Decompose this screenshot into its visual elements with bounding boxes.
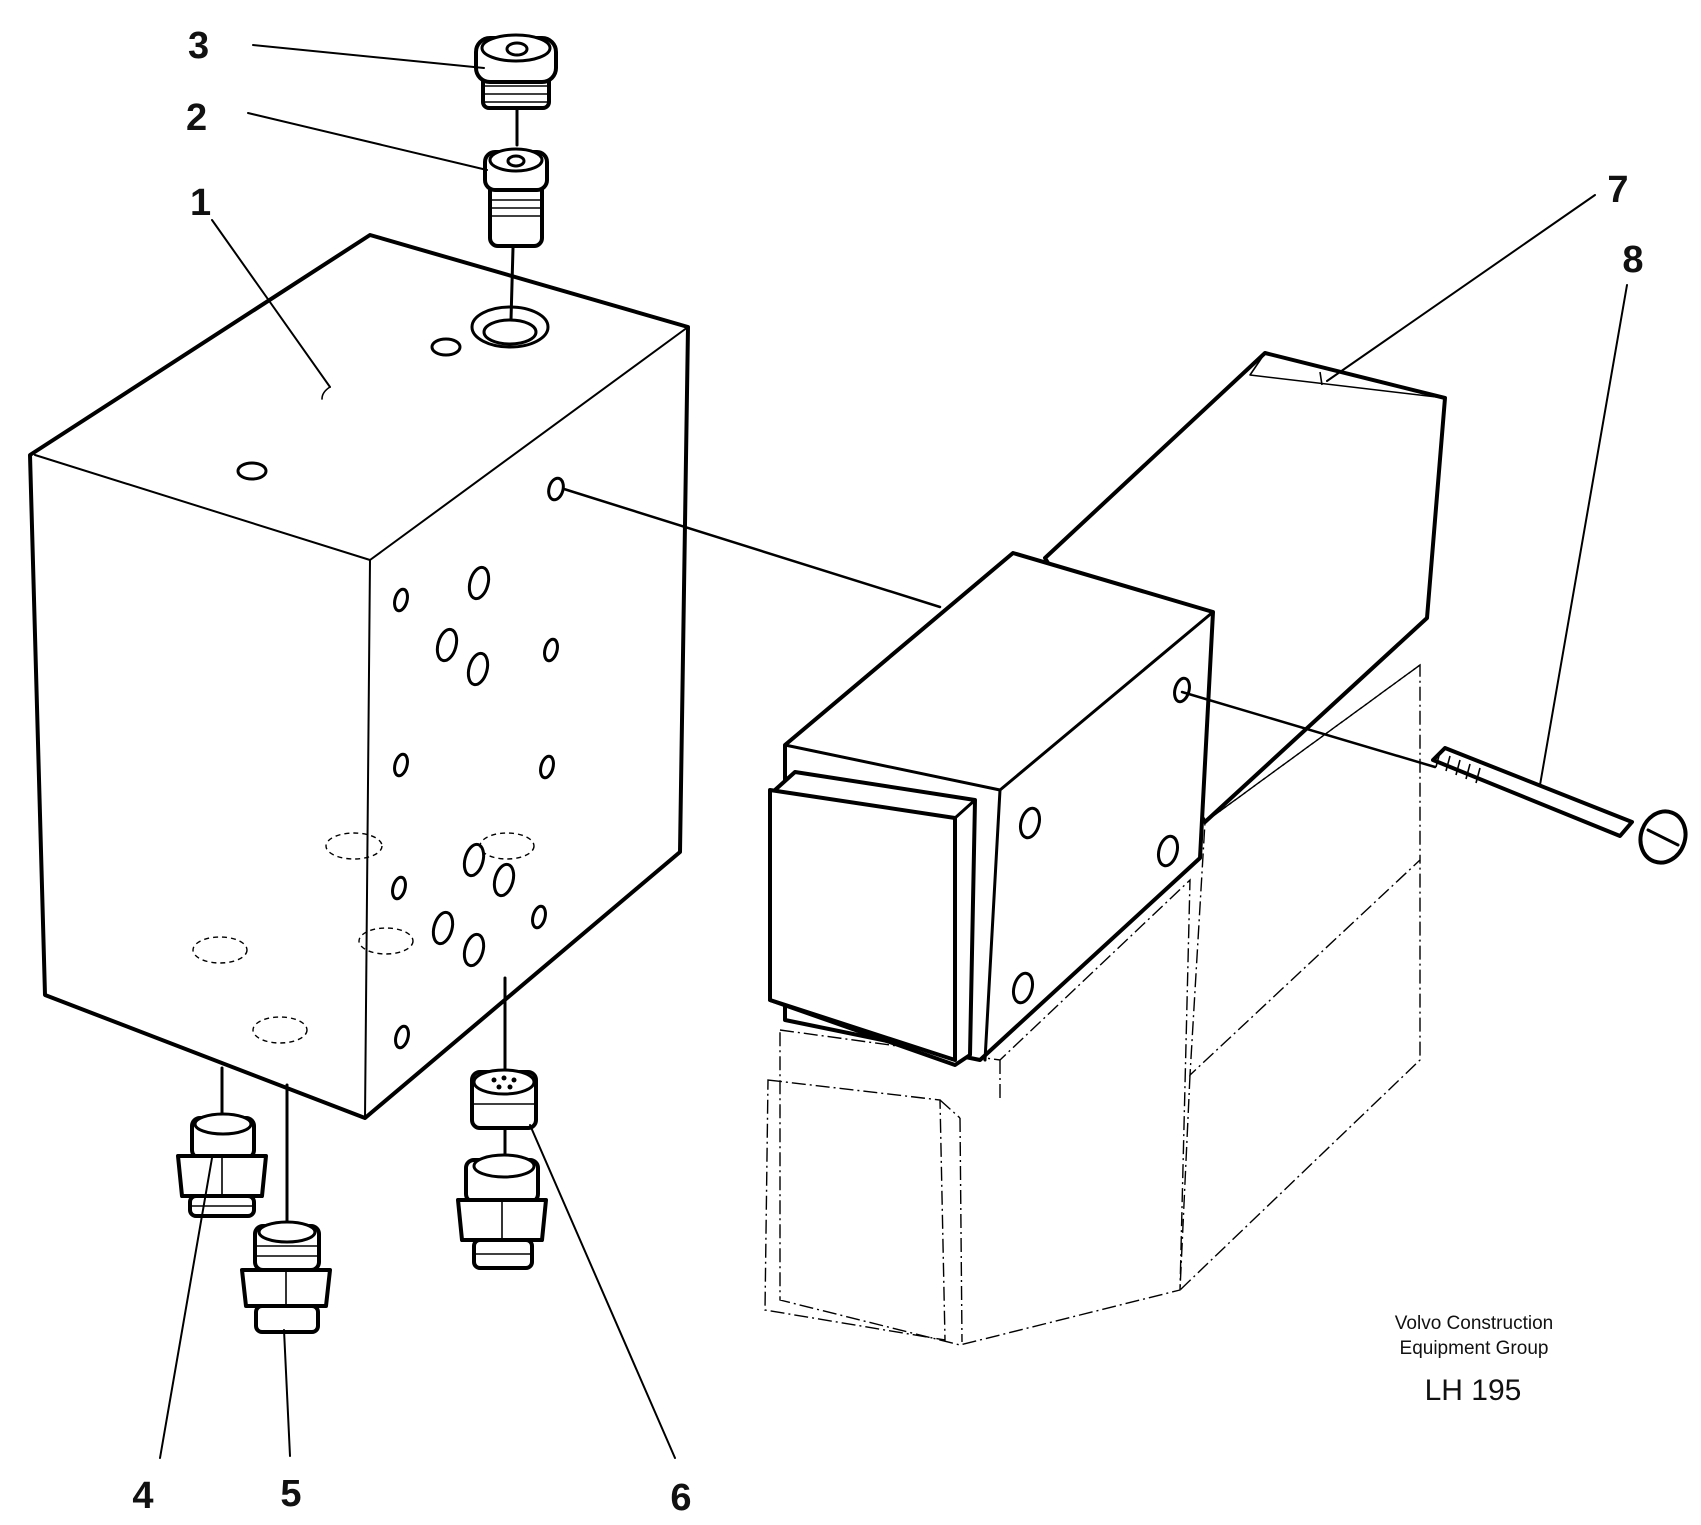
publisher-block: Volvo Construction Equipment Group LH 19… (1395, 1313, 1553, 1407)
publisher-line-2: Equipment Group (1400, 1338, 1549, 1359)
valve-block-part-1 (28, 233, 690, 1120)
figure-code: LH 195 (1425, 1374, 1522, 1407)
publisher-line-1: Volvo Construction (1395, 1313, 1553, 1334)
callout-2: 2 (186, 97, 207, 139)
screw-part-8 (1431, 746, 1688, 865)
callout-3: 3 (188, 25, 209, 67)
leader-lines (159, 44, 1628, 1459)
callout-1: 1 (190, 182, 211, 224)
fitting-part-4 (176, 1066, 268, 1218)
callout-8: 8 (1622, 239, 1643, 281)
assembly-lines (562, 487, 1437, 769)
cartridge-part-2 (483, 106, 549, 322)
filter-part-6 (456, 976, 548, 1270)
valve-cover-block (768, 551, 1215, 1067)
callout-4: 4 (132, 1475, 153, 1517)
callout-6: 6 (670, 1477, 691, 1519)
phantom-adjacent-sections (764, 663, 1421, 1346)
plug-part-3 (474, 33, 558, 110)
callout-7: 7 (1607, 169, 1628, 211)
callout-5: 5 (280, 1473, 301, 1515)
callout-labels: 3 2 1 7 8 4 5 6 (132, 25, 1643, 1519)
fitting-part-5 (240, 1083, 332, 1334)
